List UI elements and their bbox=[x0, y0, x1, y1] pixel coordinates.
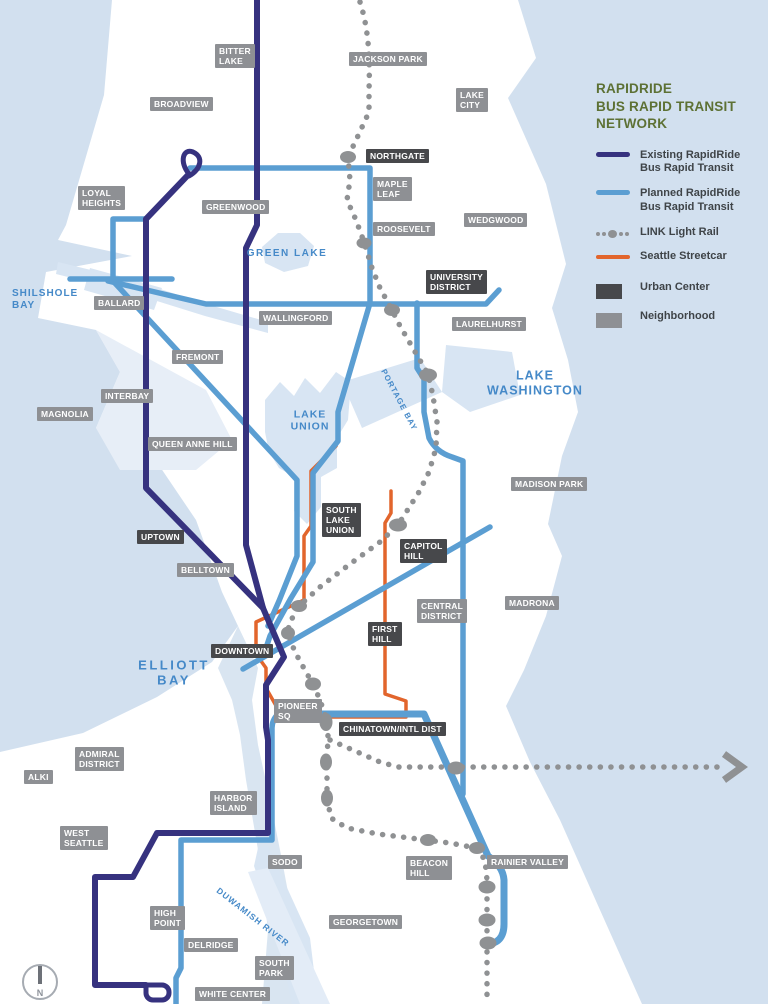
legend-label: Existing RapidRide Bus Rapid Transit bbox=[640, 148, 741, 175]
legend-item-neighborhood: Neighborhood bbox=[596, 310, 764, 329]
legend-swatch-box-icon bbox=[596, 284, 630, 300]
legend-swatch-line-icon bbox=[596, 190, 630, 196]
legend-label: Neighborhood bbox=[640, 310, 716, 323]
legend-item-link-light-rail: LINK Light Rail bbox=[596, 226, 764, 240]
link-stations bbox=[281, 151, 497, 950]
legend-label: Planned RapidRide Bus Rapid Transit bbox=[640, 187, 741, 213]
water-lake-washington bbox=[506, 0, 768, 1004]
legend-label: LINK Light Rail bbox=[640, 225, 719, 238]
legend-item-urban-center: Urban Center bbox=[596, 281, 764, 300]
link-arrow-east bbox=[721, 751, 748, 783]
legend: RAPIDRIDE BUS RAPID TRANSIT NETWORK Exis… bbox=[596, 80, 764, 339]
legend-label: Urban Center bbox=[640, 281, 710, 294]
water-interbay-wash bbox=[96, 330, 232, 470]
water-lake-union bbox=[265, 372, 351, 524]
water-portage-bay bbox=[342, 358, 442, 428]
water-tideflat-band bbox=[248, 868, 330, 1004]
legend-label: Seattle Streetcar bbox=[640, 250, 727, 263]
route-existing-rapidride[interactable] bbox=[92, 0, 287, 1003]
legend-item-seattle-streetcar: Seattle Streetcar bbox=[596, 250, 764, 264]
water-green-lake bbox=[262, 233, 314, 272]
compass-north-icon: N bbox=[22, 964, 58, 1000]
legend-swatch-dotted-icon bbox=[596, 229, 630, 238]
legend-title: RAPIDRIDE BUS RAPID TRANSIT NETWORK bbox=[596, 81, 736, 132]
legend-swatch-thin-icon bbox=[596, 253, 630, 260]
legend-item-planned-rapidride-bus-rapid-transit: Planned RapidRide Bus Rapid Transit bbox=[596, 187, 764, 215]
legend-swatch-box-icon bbox=[596, 313, 630, 329]
compass-n-label: N bbox=[37, 988, 44, 998]
legend-swatch-line-icon bbox=[596, 151, 630, 157]
legend-item-existing-rapidride-bus-rapid-transit: Existing RapidRide Bus Rapid Transit bbox=[596, 149, 764, 177]
water-union-bay bbox=[442, 345, 520, 412]
